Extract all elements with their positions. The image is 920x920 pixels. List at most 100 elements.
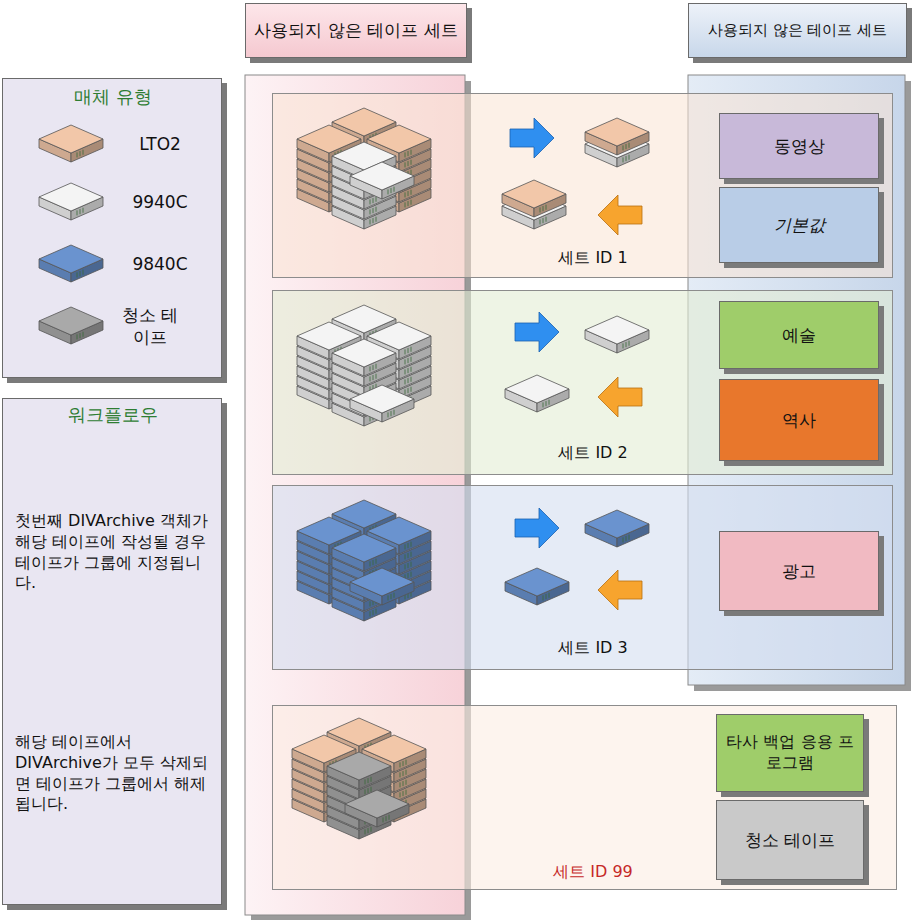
- shape: [39, 245, 103, 273]
- group-label: 청소 테이프: [737, 825, 843, 855]
- tape-mark: [370, 366, 371, 371]
- tape-mark: [408, 358, 409, 363]
- tape-mark: [626, 342, 627, 347]
- tape-mark: [543, 595, 544, 600]
- group-label: 사용되지 않은 테이프 세트: [246, 15, 465, 45]
- tape-icon: [350, 568, 414, 605]
- column-shadow: [694, 81, 911, 691]
- tape-mark: [408, 543, 409, 548]
- tape-mark: [543, 206, 544, 211]
- tape-mark: [411, 542, 412, 547]
- tape-mark: [546, 217, 547, 222]
- group-label: 예술: [774, 320, 824, 350]
- workflow-arrow: [510, 118, 554, 158]
- legend-swatch: [37, 243, 105, 285]
- tape-mark: [376, 207, 377, 212]
- tape-mark: [400, 772, 401, 777]
- shape: [502, 180, 566, 208]
- tape-mark: [540, 219, 541, 224]
- tape-mark: [373, 198, 374, 203]
- shape: [505, 568, 569, 596]
- tape-mark: [626, 144, 627, 149]
- tape-mark: [408, 573, 409, 578]
- legend-label: 청소 테이프: [115, 304, 185, 348]
- tape-icon: [505, 375, 569, 412]
- panel-box: 워크플로우첫번째 DIVArchive 객체가 해당 테이프에 작성될 경우 테…: [2, 398, 222, 905]
- tape-mark: [376, 217, 377, 222]
- tape-mark: [77, 272, 78, 277]
- set-label: 세트 ID 99: [493, 862, 693, 883]
- tape-mark: [394, 187, 395, 192]
- tape-mark: [80, 333, 81, 338]
- tape-mark: [77, 210, 78, 215]
- tape-mark: [394, 410, 395, 415]
- tape-icon: [585, 510, 649, 547]
- tape-mark: [80, 271, 81, 276]
- tape-mark: [405, 162, 406, 167]
- legend-label: LTO2: [115, 133, 205, 155]
- tape-mark: [405, 379, 406, 384]
- tape-mark: [370, 219, 371, 224]
- tape-mark: [411, 170, 412, 175]
- group-column: [688, 75, 905, 685]
- tape-mark: [411, 387, 412, 392]
- tape-mark: [405, 152, 406, 157]
- tape-mark: [626, 156, 627, 161]
- tape-mark: [405, 544, 406, 549]
- tape-mark: [365, 829, 366, 834]
- workflow-arrow: [515, 508, 559, 548]
- tape-icon: [585, 316, 649, 353]
- group-label: 타사 백업 응용 프로그램: [717, 728, 863, 778]
- tape-icon: [505, 568, 569, 605]
- workflow-arrow: [598, 195, 642, 235]
- tape-mark: [400, 782, 401, 787]
- tape-mark: [370, 611, 371, 616]
- shape: [350, 568, 414, 596]
- tape-mark: [389, 815, 390, 820]
- tape-mark: [411, 200, 412, 205]
- group-label: 기본값: [766, 210, 833, 240]
- shape: [585, 316, 649, 344]
- tape-mark: [408, 191, 409, 196]
- panel-box: 매체 유형LTO29940C9840C청소 테이프: [2, 78, 222, 378]
- tape-mark: [370, 199, 371, 204]
- tape-mark: [411, 367, 412, 372]
- panel-title: 워크플로우: [3, 403, 223, 426]
- group-label: 역사: [774, 405, 824, 435]
- tape-mark: [405, 359, 406, 364]
- tape-mark: [408, 563, 409, 568]
- tape-mark: [376, 197, 377, 202]
- tape-icon: [39, 125, 103, 162]
- group-box: 사용되지 않은 테이프 세트: [245, 3, 467, 58]
- tape-mark: [411, 160, 412, 165]
- tape-mark: [546, 401, 547, 406]
- workflow-arrow: [515, 312, 559, 352]
- tape-mark: [368, 778, 369, 783]
- tape-mark: [383, 817, 384, 822]
- note-text: 첫번째 DIVArchive 객체가 해당 테이프에 작성될 경우 테이프가 그…: [15, 511, 215, 594]
- tape-mark: [411, 357, 412, 362]
- group-label: 사용되지 않은 테이프 세트: [700, 17, 896, 45]
- tape-mark: [370, 561, 371, 566]
- tape-mark: [403, 781, 404, 786]
- tape-mark: [623, 343, 624, 348]
- workflow-arrow: [598, 570, 642, 610]
- tape-mark: [368, 788, 369, 793]
- tape-mark: [373, 560, 374, 565]
- tape-mark: [376, 364, 377, 369]
- tape-mark: [623, 157, 624, 162]
- group-box: 타사 백업 응용 프로그램: [716, 714, 864, 792]
- tape-mark: [411, 377, 412, 382]
- tape-mark: [411, 150, 412, 155]
- legend-swatch: [37, 305, 105, 347]
- tape-mark: [408, 161, 409, 166]
- tape-mark: [373, 208, 374, 213]
- tape-icon: [502, 180, 566, 217]
- tape-mark: [406, 760, 407, 765]
- tape-mark: [408, 348, 409, 353]
- tape-mark: [403, 761, 404, 766]
- tape-mark: [370, 209, 371, 214]
- tape-mark: [370, 601, 371, 606]
- tape-mark: [411, 572, 412, 577]
- tape-mark: [371, 787, 372, 792]
